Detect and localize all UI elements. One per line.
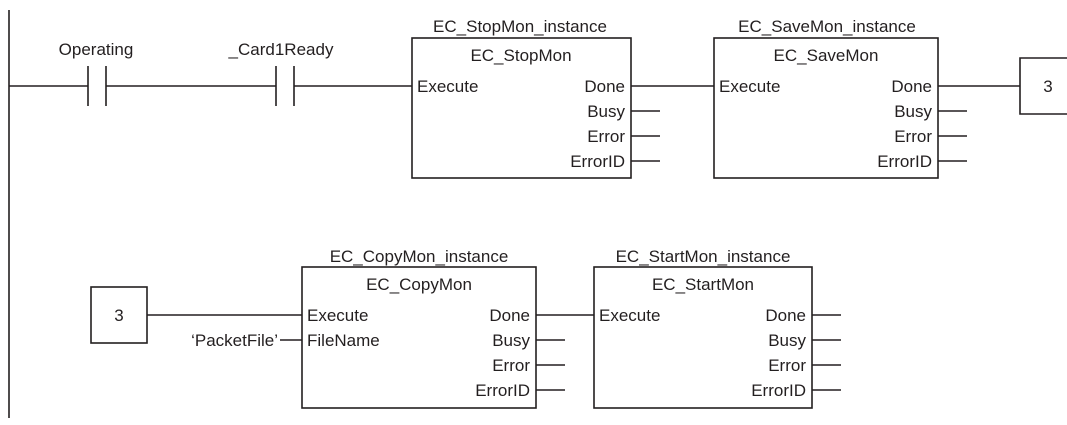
block-output-error: Error (768, 356, 806, 375)
block-output-busy: Busy (587, 102, 625, 121)
block-input-execute: Execute (307, 306, 368, 325)
block-instance-name: EC_CopyMon_instance (330, 247, 509, 266)
block-type-name: EC_StartMon (652, 275, 754, 294)
contact-operating: Operating (59, 40, 134, 106)
block-output-errorid: ErrorID (475, 381, 530, 400)
block-output-busy: Busy (894, 102, 932, 121)
block-input-execute: Execute (719, 77, 780, 96)
connector-label: 3 (1043, 77, 1052, 96)
block-output-busy: Busy (768, 331, 806, 350)
function-block-ec-stopmon: EC_StopMon_instance EC_StopMon Execute D… (411, 17, 660, 179)
block-type-name: EC_StopMon (470, 46, 571, 65)
block-input-execute: Execute (599, 306, 660, 325)
function-block-ec-startmon: EC_StartMon_instance EC_StartMon Execute… (593, 247, 841, 409)
block-instance-name: EC_StartMon_instance (616, 247, 791, 266)
block-output-done: Done (891, 77, 932, 96)
function-block-ec-savemon: EC_SaveMon_instance EC_SaveMon Execute D… (713, 17, 967, 179)
contact-card1ready: _Card1Ready (228, 40, 334, 106)
block-output-error: Error (894, 127, 932, 146)
block-output-done: Done (584, 77, 625, 96)
connector-in-3: 3 (90, 286, 148, 344)
block-output-error: Error (492, 356, 530, 375)
block-input-execute: Execute (417, 77, 478, 96)
contact-label-card1ready: _Card1Ready (228, 40, 334, 59)
connector-out-3: 3 (1019, 57, 1067, 115)
block-type-name: EC_SaveMon (774, 46, 879, 65)
block-output-errorid: ErrorID (751, 381, 806, 400)
connector-label: 3 (114, 306, 123, 325)
block-output-done: Done (489, 306, 530, 325)
function-block-ec-copymon: EC_CopyMon_instance EC_CopyMon Execute F… (301, 247, 565, 409)
block-input-filename: FileName (307, 331, 380, 350)
block-output-done: Done (765, 306, 806, 325)
block-instance-name: EC_StopMon_instance (433, 17, 607, 36)
block-output-errorid: ErrorID (570, 152, 625, 171)
constant-packetfile: ‘PacketFile’ (191, 331, 278, 350)
block-output-errorid: ErrorID (877, 152, 932, 171)
contact-label-operating: Operating (59, 40, 134, 59)
block-type-name: EC_CopyMon (366, 275, 472, 294)
block-output-error: Error (587, 127, 625, 146)
block-output-busy: Busy (492, 331, 530, 350)
block-instance-name: EC_SaveMon_instance (738, 17, 916, 36)
